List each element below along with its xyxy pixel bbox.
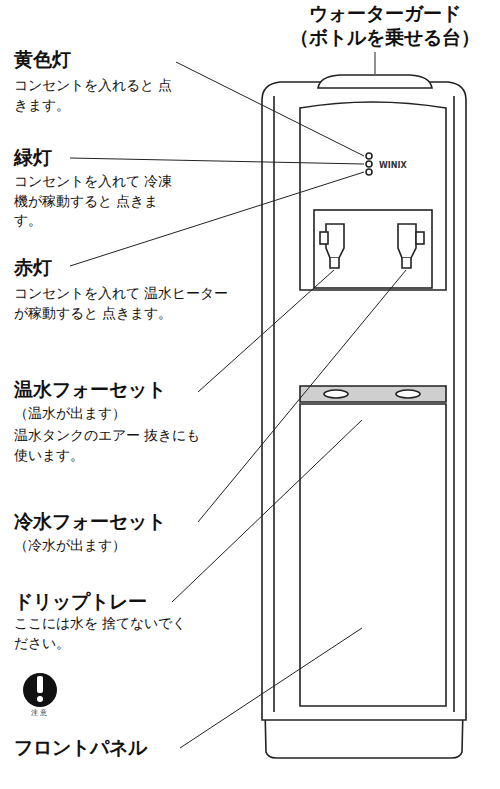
caution-text: 注意	[25, 709, 55, 719]
part-note: コンセントを入れて 温水ヒーターが稼動すると 点きます。	[14, 284, 234, 323]
part-name: 赤灯	[14, 254, 70, 281]
part-name: フロントパネル	[14, 734, 180, 761]
brand-logo: WINIX	[379, 160, 419, 171]
part-note: （冷水が出ます）	[14, 536, 184, 556]
part-name: 黄色灯	[14, 46, 174, 73]
caution-icon	[23, 673, 57, 707]
part-name: （ボトルを乗せる台）	[280, 24, 490, 51]
part-name: ドリップトレー	[14, 588, 172, 615]
part-note: ここには水を 捨てないでください。	[14, 614, 194, 653]
part-name: 温水フォーセット	[14, 376, 198, 403]
part-name: 冷水フォーセット	[14, 508, 198, 535]
part-name: 緑灯	[14, 144, 70, 171]
part-note: 温水タンクのエアー 抜きにも使います。	[14, 426, 204, 465]
part-note: コンセントを入れて 冷凍機が稼動すると 点きます。	[14, 172, 184, 231]
part-name: ウォーターガード	[280, 0, 490, 27]
part-note: コンセントを入れると 点きます。	[14, 76, 184, 115]
part-note: （温水が出ます）	[14, 404, 184, 424]
